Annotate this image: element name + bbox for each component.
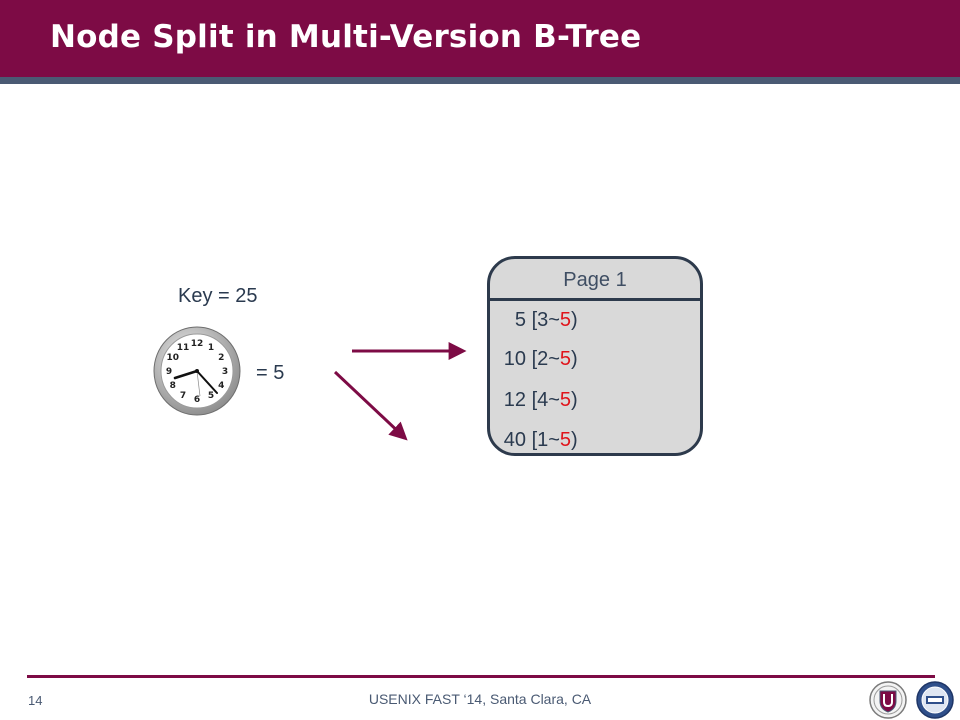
- conference-footer: USENIX FAST ‘14, Santa Clara, CA: [368, 691, 592, 707]
- page-number: 14: [28, 693, 43, 708]
- page-node: Page 1 5 [3~5) 10 [2~5) 12 [4~5) 40 [1~5…: [487, 256, 703, 456]
- title-underline: [0, 77, 960, 84]
- clock-numeral: 12: [191, 339, 204, 349]
- entry-version-close: ): [571, 429, 578, 451]
- clock-numeral: 6: [194, 395, 200, 405]
- entry-version-end: 5: [559, 348, 572, 370]
- page-header: Page 1: [490, 259, 700, 301]
- university-shield-logo: [869, 681, 907, 719]
- clock-numeral: 3: [222, 367, 228, 377]
- clock-numeral: 11: [177, 343, 190, 353]
- slide-title: Node Split in Multi-Version B-Tree: [50, 19, 642, 55]
- entry-version-start: [1~: [531, 429, 560, 451]
- page-entry: 12 [4~5): [502, 389, 578, 412]
- arrow-to-new-page: [333, 370, 408, 441]
- time-label: = 5: [256, 362, 285, 384]
- entry-version-end: 5: [559, 309, 572, 331]
- entry-version-close: ): [571, 348, 578, 370]
- clock-numeral: 5: [208, 391, 214, 401]
- key-label: Key = 25: [178, 285, 258, 307]
- entry-version-start: [2~: [531, 348, 560, 370]
- entry-version-start: [3~: [531, 309, 560, 331]
- entry-version-close: ): [571, 389, 578, 411]
- entry-version-end: 5: [559, 389, 572, 411]
- clock-numeral: 1: [208, 343, 214, 353]
- entry-key: 5: [514, 309, 526, 331]
- clock-numeral: 8: [170, 381, 176, 391]
- clock-numeral: 7: [180, 391, 186, 401]
- page-entry: 40 [1~5): [502, 429, 578, 452]
- footer-line: [27, 675, 935, 678]
- page-entry: 5 [3~5): [502, 309, 578, 332]
- university-seal-logo: [916, 681, 954, 719]
- clock-numeral: 9: [166, 367, 172, 377]
- entry-key: 40: [503, 429, 526, 451]
- clock-numeral: 2: [218, 353, 224, 363]
- clock-numeral: 10: [167, 353, 180, 363]
- entry-version-end: 5: [559, 429, 572, 451]
- title-bar: [0, 0, 960, 77]
- page-entry: 10 [2~5): [502, 348, 578, 371]
- clock-numeral: 4: [218, 381, 224, 391]
- entry-key: 12: [503, 389, 526, 411]
- entry-version-start: [4~: [531, 389, 560, 411]
- entry-version-close: ): [571, 309, 578, 331]
- entry-key: 10: [503, 348, 526, 370]
